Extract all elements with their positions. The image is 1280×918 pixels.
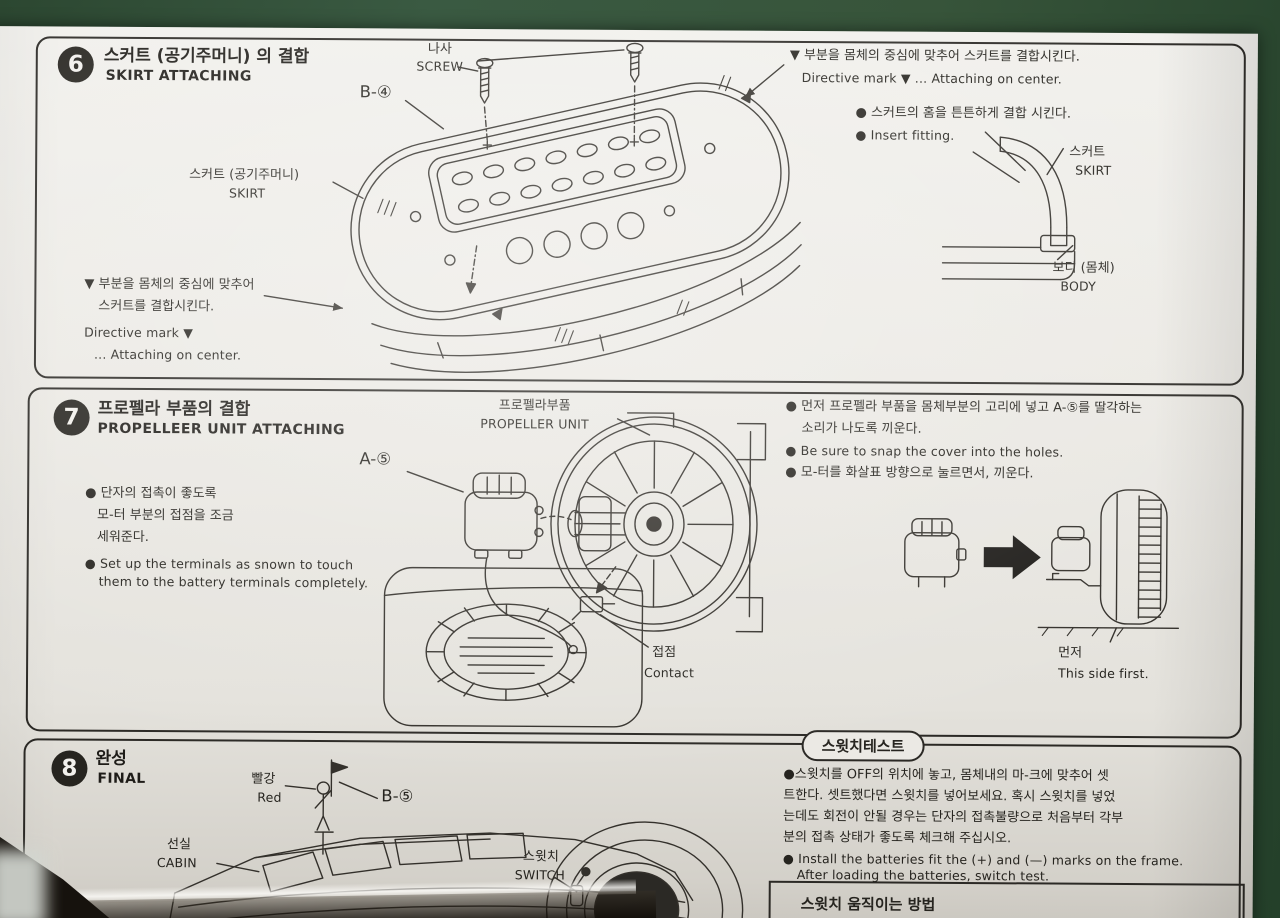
switch-test-line-2: 트한다. 셋트했다면 스윗치를 넣어보세요. 혹시 스윗치를 넣었 [783,787,1116,805]
step-7-right-note-4: ● 모-터를 화살표 방향으로 눌르면서, 끼운다. [785,464,1034,482]
contact-label-en: Contact [644,665,695,681]
skirt-cross-section-drawing [941,136,1076,281]
step-6-right-note-ko: ▼ 부분을 몸체의 중심에 맞추어 스커트를 결합시킨다. [789,47,1080,65]
first-label-en: This side first. [1058,665,1149,682]
step-6-title-ko: 스커트 (공기주머니) 의 결합 [103,45,310,67]
fit-note-ko: ● 스커트의 홈을 튼튼하게 결합 시킨다. [855,105,1072,122]
step-6-right-note-en: Directive mark ▼ ... Attaching on center… [801,69,1063,87]
propeller-unit-drawing [383,412,767,728]
detail-body-en: BODY [1060,278,1097,294]
switch-method-box: 스윗치 움직이는 방법 [767,880,1245,918]
contact-label-ko: 접점 [652,645,677,661]
step-8-title-en: FINAL [97,770,146,787]
step-6-badge: 6 [57,46,94,83]
motor-insert-detail-drawing [904,489,1180,643]
step-6-left-note-3: Directive mark ▼ [84,324,194,341]
step-6-left-note-4: ... Attaching on center. [93,346,242,363]
screw-label-en: SCREW [416,58,464,74]
step-7-left-note-3: 세워준다. [96,529,149,546]
switch-test-line-5: ● Install the batteries fit the (+) and … [782,850,1184,869]
part-code-b5: B-⑤ [381,786,414,806]
step-7-right-note-1: ● 먼저 프로펠라 부품을 몸체부분의 고리에 넣고 A-⑤를 딸각하는 [785,398,1143,417]
switch-test-line-1: ●스윗치를 OFF의 위치에 놓고, 몸체내의 마-크에 맞추어 셋 [783,766,1109,784]
switch-label-ko: 스윗치 [522,849,559,865]
step-8-title-ko: 완성 [95,748,127,769]
step-6-leader-lines [263,49,1026,311]
fit-note-en: ● Insert fitting. [855,127,955,143]
step-7-left-note-1: ● 단자의 접촉이 좋도록 [85,485,217,502]
red-label-en: Red [257,789,282,805]
unit-label-en: PROPELLER UNIT [480,416,589,432]
blurred-foreground-edge [0,850,46,918]
part-code-b4: B-④ [359,82,392,102]
step-7-section: 7 프로펠라 부품의 결합 PROPELLEER UNIT ATTACHING … [25,387,1244,739]
step-7-left-note-5: them to the battery terminals completely… [98,573,369,591]
hovercraft-top-drawing [350,42,802,373]
detail-skirt-ko: 스커트 [1069,144,1106,160]
step-7-right-note-3: ● Be sure to snap the cover into the hol… [785,442,1064,460]
unit-label-ko: 프로펠라부품 [498,398,571,414]
first-label-ko: 먼저 [1058,645,1083,661]
step-7-right-note-2: 소리가 나도록 끼운다. [801,420,922,437]
cabin-label-ko: 선실 [166,837,191,853]
step-6-left-note-1: ▼ 부분을 몸체의 중심에 맞추어 [84,276,255,293]
switch-method-title: 스윗치 움직이는 방법 [770,882,1243,918]
step-6-section: 6 스커트 (공기주머니) 의 결합 SKIRT ATTACHING 나사 SC… [33,36,1246,386]
switch-test-line-3: 는데도 회전이 안될 경우는 단자의 접촉불량으로 처음부터 각부 [783,808,1124,826]
skirt-label-ko: 스커트 (공기주머니) [189,167,300,183]
cabin-label-en: CABIN [156,855,197,871]
red-label-ko: 빨강 [251,771,276,787]
step-7-left-note-4: ● Set up the terminals as snown to touch [84,555,354,573]
step-6-title-en: SKIRT ATTACHING [105,67,252,85]
screw-label-ko: 나사 [427,41,452,57]
step-7-title-ko: 프로펠라 부품의 결합 [97,398,251,420]
switch-test-line-4: 분의 접촉 상태가 좋도록 체크해 주십시오. [783,829,1012,847]
skirt-label-en: SKIRT [228,185,266,201]
step-7-title-en: PROPELLEER UNIT ATTACHING [97,420,346,439]
part-code-a5: A-⑤ [359,449,392,469]
step-7-left-note-2: 모-터 부분의 접점을 조금 [96,507,234,524]
step-8-badge: 8 [51,750,88,787]
detail-body-ko: 보디 (몸체) [1052,260,1115,276]
detail-skirt-en: SKIRT [1075,162,1112,178]
instruction-sheet: 6 스커트 (공기주머니) 의 결합 SKIRT ATTACHING 나사 SC… [0,26,1258,918]
step-6-left-note-2: 스커트를 결합시킨다. [98,298,215,315]
switch-test-title: 스윗치테스트 [801,729,925,762]
step-7-badge: 7 [53,399,90,436]
